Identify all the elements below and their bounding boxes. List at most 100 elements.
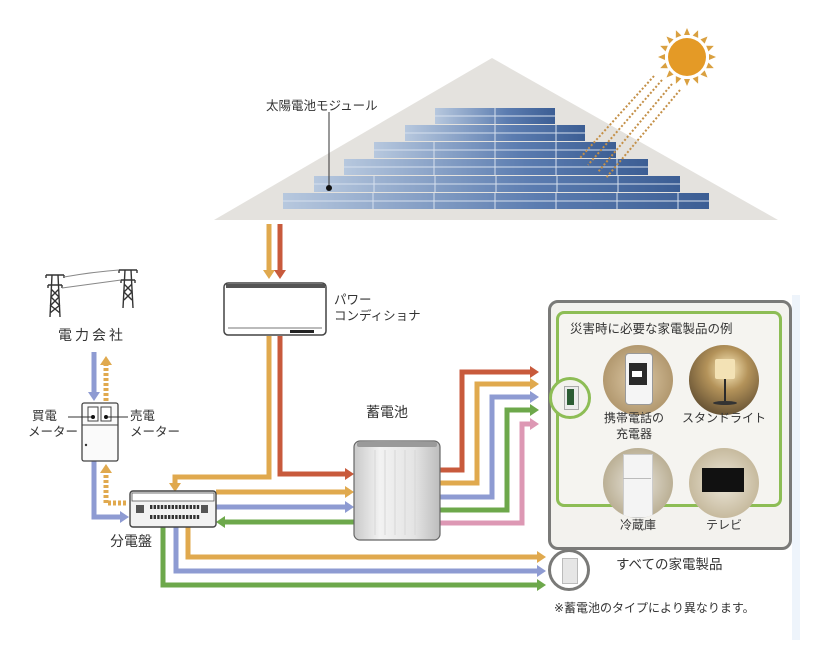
breaker	[164, 505, 167, 509]
sunlight-rays	[579, 75, 681, 179]
page-edge-strip	[792, 295, 800, 640]
conditioner-to-board-line	[172, 336, 272, 484]
power-conditioner-label: パワー コンディショナ	[334, 292, 421, 323]
buy-meter-label: 買電 メーター	[28, 408, 78, 439]
disaster-appliances-title: 災害時に必要な家電製品の例	[570, 321, 733, 336]
arrowhead	[88, 392, 100, 401]
sun-ray	[692, 30, 699, 38]
battery-type-footnote: ※蓄電池のタイプにより異なります。	[554, 601, 755, 615]
breaker	[160, 505, 164, 509]
meter-to-board-line	[91, 461, 121, 520]
appliance-label-line1: 携帯電話の	[603, 411, 664, 425]
power-conditioner-label-line1: パワー	[334, 292, 372, 307]
sun-ray	[666, 36, 674, 44]
arrowhead	[530, 404, 539, 416]
breaker	[189, 515, 192, 519]
breaker	[171, 505, 174, 509]
arrowhead	[120, 511, 129, 523]
arrowhead	[345, 501, 354, 513]
board-to-all-grid-line	[173, 527, 538, 574]
arrowhead	[537, 579, 546, 591]
appliance-label-television: テレビ	[705, 518, 742, 532]
breaker	[168, 515, 171, 519]
electric-meter-box	[68, 402, 128, 462]
sun-ray	[660, 45, 668, 52]
breaker	[182, 505, 185, 509]
appliance-label-stand-light: スタンドライト	[681, 411, 766, 425]
power-conditioner-icon	[223, 282, 327, 336]
board-to-all-green-line	[160, 527, 538, 588]
solar-module-label: 太陽電池モジュール	[266, 98, 378, 113]
sun-ray	[700, 70, 708, 78]
sun-ray	[700, 36, 708, 44]
arrowhead	[274, 270, 286, 279]
sun-ray	[692, 76, 699, 84]
arrowhead	[530, 366, 539, 378]
all-appliances-label: すべての家電製品	[616, 557, 723, 573]
arrowhead	[263, 270, 275, 279]
breaker	[186, 515, 189, 519]
sun-ray	[706, 62, 714, 69]
arrowhead	[537, 565, 546, 577]
board-to-all-solar-line	[185, 527, 538, 560]
arrowhead	[530, 391, 539, 403]
board-to-meter-line	[103, 472, 126, 506]
breaker	[157, 505, 160, 509]
sun-ray	[684, 79, 690, 86]
storage-battery-label: 蓄電池	[366, 405, 408, 421]
battery-to-outlet-line	[440, 381, 531, 486]
emergency-outlet-icon	[549, 377, 591, 419]
television-icon	[689, 448, 759, 518]
appliance-label-refrigerator: 冷蔵庫	[619, 518, 656, 532]
battery-to-outlet-line	[440, 394, 531, 500]
conditioner-to-battery-line	[277, 336, 346, 477]
sell-meter-label-line1: 売電	[130, 408, 156, 423]
breaker	[178, 515, 182, 519]
sun-icon	[658, 28, 716, 86]
battery-to-outlet-line	[440, 407, 531, 513]
breaker	[178, 505, 182, 509]
power-conditioner-label-line2: コンディショナ	[334, 307, 421, 323]
sun-ray	[675, 76, 682, 84]
sell-meter-label-line2: メーター	[130, 423, 181, 439]
arrowhead	[345, 468, 354, 480]
breaker	[196, 505, 200, 509]
sun-ray	[658, 54, 665, 60]
breaker	[189, 505, 192, 509]
distribution-board-icon	[129, 490, 217, 528]
sun-ray	[684, 28, 690, 35]
breaker	[186, 505, 189, 509]
sun-ray	[660, 62, 668, 69]
buy-meter-label-line1: 買電	[32, 408, 58, 423]
battery-to-outlet-line	[440, 369, 531, 473]
solar-panel-array	[283, 108, 709, 209]
arrowhead	[169, 483, 181, 492]
refrigerator-icon	[603, 448, 673, 518]
breaker	[168, 505, 171, 509]
arrowhead	[100, 356, 112, 365]
storage-battery-icon	[353, 440, 441, 541]
arrowhead	[100, 464, 112, 473]
breaker	[171, 515, 174, 519]
breaker	[150, 515, 153, 519]
breaker	[160, 515, 164, 519]
breaker	[153, 505, 156, 509]
sun-ray	[666, 70, 674, 78]
wall-outlet-icon	[548, 549, 590, 591]
arrowhead	[216, 516, 225, 528]
power-flow-arrowheads	[88, 270, 546, 591]
power-tower-icon	[45, 269, 138, 318]
breaker	[182, 515, 185, 519]
sun-ray	[675, 30, 682, 38]
arrowhead	[530, 418, 539, 430]
sun-disc	[668, 38, 706, 76]
power-flow-lines	[91, 224, 538, 588]
smartphone-charger-icon	[603, 345, 673, 415]
arrowhead	[345, 486, 354, 498]
solar-module-pointer	[326, 112, 332, 191]
breaker	[175, 505, 178, 509]
battery-to-outlet-line	[440, 421, 531, 526]
breaker	[157, 515, 160, 519]
breaker	[164, 515, 167, 519]
